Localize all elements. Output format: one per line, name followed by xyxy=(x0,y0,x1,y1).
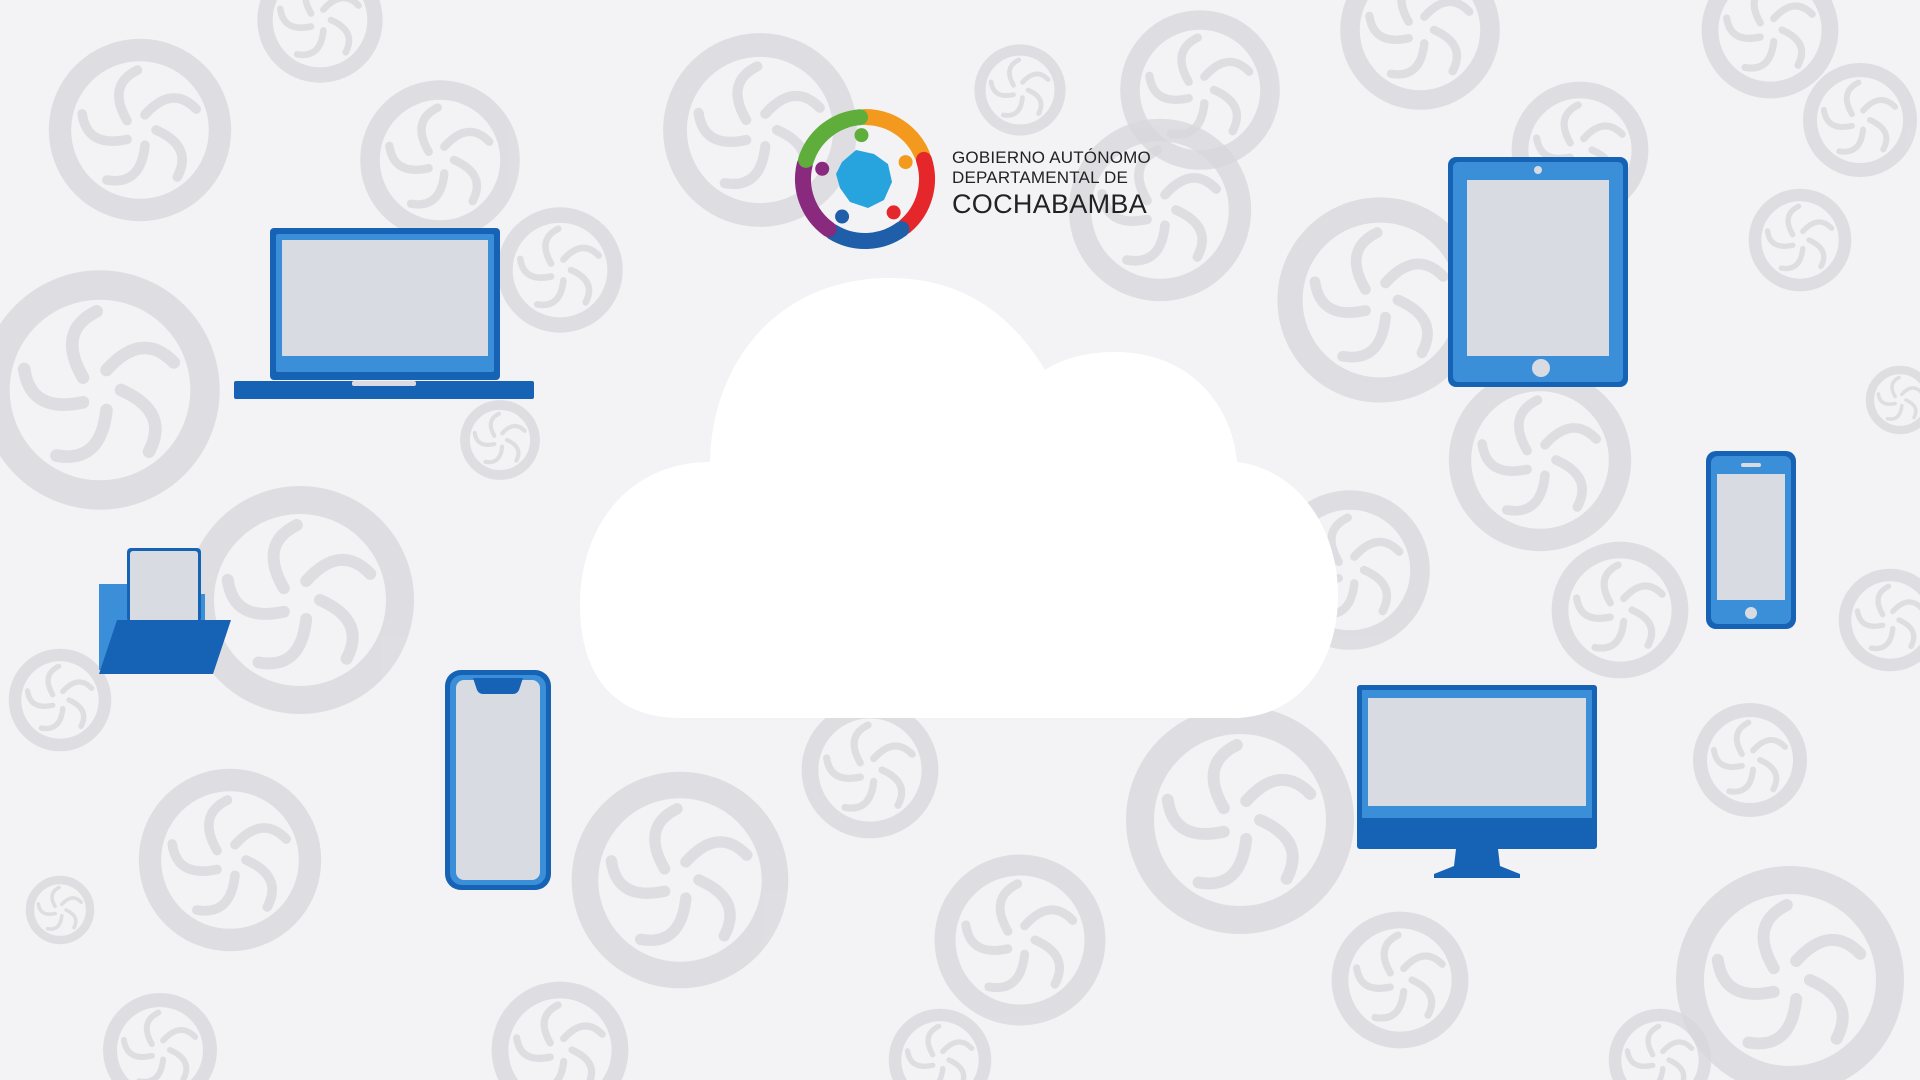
logo-wordmark: GOBIERNO AUTÓNOMO DEPARTAMENTAL DE COCHA… xyxy=(952,148,1151,220)
tablet-icon xyxy=(1448,157,1628,387)
laptop-icon xyxy=(234,228,534,399)
desktop-monitor-icon xyxy=(1357,685,1597,878)
gobierno-cochabamba-logo: GOBIERNO AUTÓNOMO DEPARTAMENTAL DE COCHA… xyxy=(790,104,1170,254)
folder-document-icon xyxy=(99,548,231,674)
logo-text-line1: GOBIERNO AUTÓNOMO xyxy=(952,148,1151,167)
logo-text-line3: COCHABAMBA xyxy=(952,189,1148,219)
smartphone-icon xyxy=(1706,451,1796,629)
cochabamba-emblem-icon xyxy=(795,109,935,249)
logo-text-line2: DEPARTAMENTAL DE xyxy=(952,168,1129,187)
smartphone-notch-icon xyxy=(445,670,551,890)
